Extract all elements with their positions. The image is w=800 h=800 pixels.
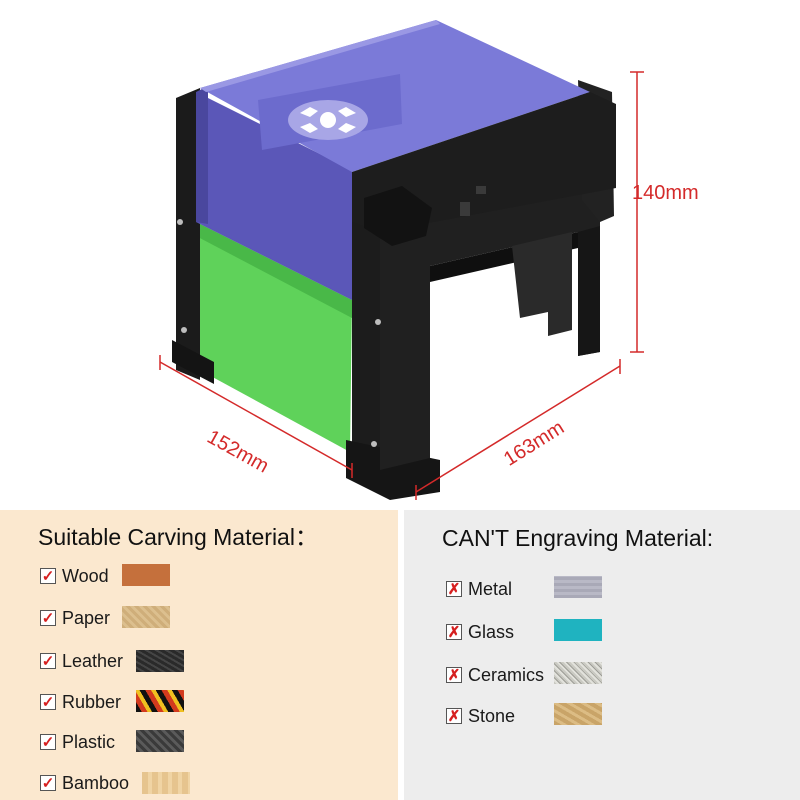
- list-item: ✓ Leather: [40, 648, 123, 674]
- checkmark-icon: ✓: [40, 652, 56, 670]
- list-item: ✓ Paper: [40, 605, 110, 631]
- bamboo-swatch: [142, 772, 190, 794]
- material-label: Glass: [468, 621, 515, 642]
- rubber-swatch: [136, 690, 184, 712]
- material-label: Rubber: [62, 691, 122, 712]
- cross-icon: ✗: [446, 707, 462, 725]
- checkmark-icon: ✓: [40, 567, 56, 585]
- material-label: Stone: [468, 705, 516, 726]
- material-label: Bamboo: [62, 772, 130, 793]
- wood-swatch: [122, 564, 170, 586]
- list-item: ✗ Ceramics: [446, 662, 544, 688]
- cross-icon: ✗: [446, 580, 462, 598]
- suitable-title: Suitable Carving Material：: [38, 524, 318, 550]
- checkmark-icon: ✓: [40, 609, 56, 627]
- glass-swatch: [554, 619, 602, 641]
- laser-engraver-illustration: [159, 20, 644, 500]
- green-acrylic-window: [196, 222, 352, 452]
- list-item: ✓ Wood: [40, 563, 109, 589]
- material-label: Wood: [62, 565, 109, 586]
- list-item: ✓ Rubber: [40, 689, 121, 715]
- width-dimension-line: [159, 361, 353, 471]
- list-item: ✓ Plastic: [40, 729, 115, 755]
- plastic-swatch: [136, 730, 184, 752]
- depth-dimension-line: [415, 365, 621, 493]
- cross-icon: ✗: [446, 666, 462, 684]
- list-item: ✗ Glass: [446, 619, 514, 645]
- material-label: Paper: [62, 607, 111, 628]
- material-label: Plastic: [62, 731, 116, 752]
- suitable-materials-panel: Suitable Carving Material： ✓ Wood ✓ Pape…: [0, 510, 398, 800]
- material-label: Metal: [468, 578, 513, 599]
- right-side-frame: [380, 160, 600, 470]
- material-label: Leather: [62, 650, 124, 671]
- unsuitable-title: CAN'T Engraving Material:: [442, 525, 714, 551]
- ceramics-swatch: [554, 662, 602, 684]
- material-label: Ceramics: [468, 664, 545, 685]
- front-post: [352, 198, 380, 492]
- list-item: ✗ Stone: [446, 703, 515, 729]
- purple-shell-front: [196, 92, 352, 300]
- checkmark-icon: ✓: [40, 733, 56, 751]
- checkmark-icon: ✓: [40, 774, 56, 792]
- product-area: 140mm 152mm 163mm: [159, 20, 699, 500]
- checkmark-icon: ✓: [40, 693, 56, 711]
- left-front-post: [176, 88, 200, 380]
- leather-swatch: [136, 650, 184, 672]
- unsuitable-materials-panel: CAN'T Engraving Material: ✗ Metal ✗ Glas…: [404, 510, 800, 800]
- height-label: 140mm: [632, 182, 699, 204]
- list-item: ✗ Metal: [446, 576, 512, 602]
- paper-swatch: [122, 606, 170, 628]
- stone-swatch: [554, 703, 602, 725]
- cross-icon: ✗: [446, 623, 462, 641]
- metal-swatch: [554, 576, 602, 598]
- list-item: ✓ Bamboo: [40, 770, 129, 796]
